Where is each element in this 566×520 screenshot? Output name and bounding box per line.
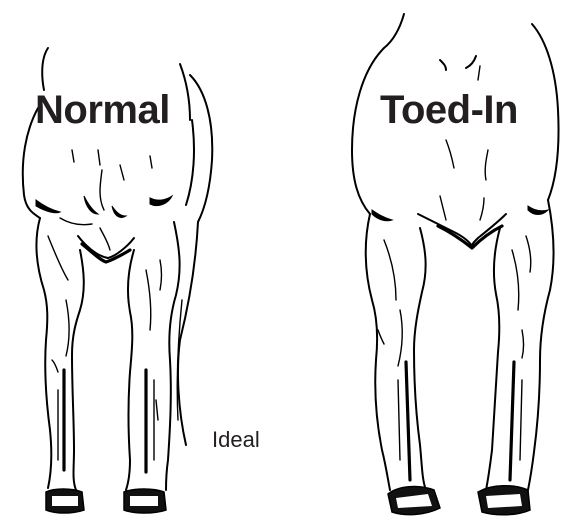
normal-right-leg [124, 222, 180, 513]
toed-in-title: Toed-In [380, 88, 518, 133]
toed-in-left-leg [366, 214, 440, 515]
normal-left-leg [37, 218, 84, 513]
toed-in-right-leg [478, 200, 554, 515]
normal-title: Normal [35, 88, 170, 133]
ideal-note: Ideal [212, 427, 260, 453]
